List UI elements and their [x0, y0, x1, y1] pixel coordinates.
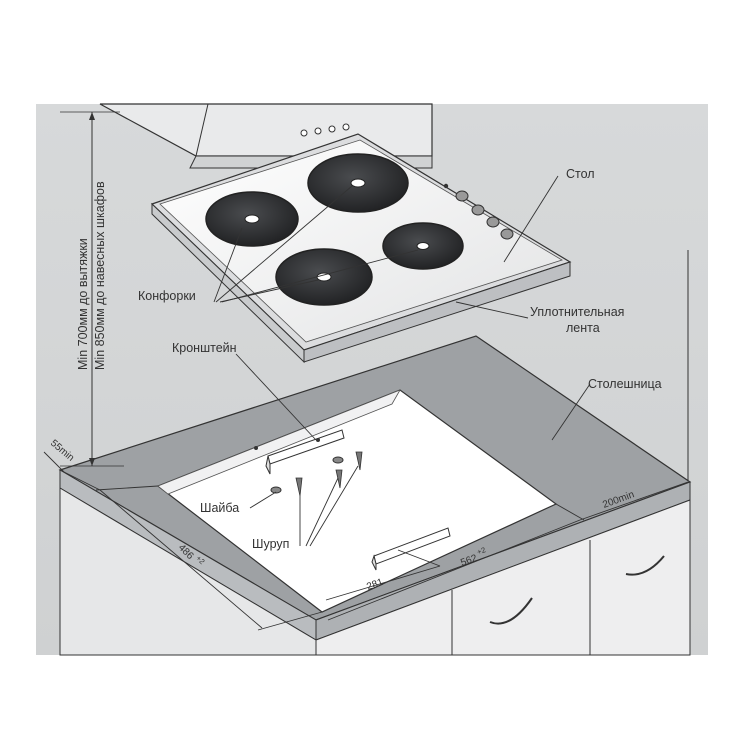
burner-right-small	[382, 222, 464, 270]
label-seal-tape-line2: лента	[566, 321, 600, 335]
label-hood-clearance: Min 700мм до вытяжки	[76, 238, 90, 370]
bracket-part	[254, 429, 345, 475]
knob-icon	[455, 190, 469, 202]
bracket-part-lower	[371, 527, 451, 571]
control-knobs	[443, 183, 514, 240]
label-burners: Конфорки	[138, 289, 196, 303]
knob-icon	[471, 204, 485, 216]
hood-button	[328, 125, 336, 133]
washer-icon	[270, 456, 344, 494]
label-washer: Шайба	[200, 501, 239, 515]
label-table: Стол	[566, 167, 595, 181]
burner-rear-large	[307, 153, 409, 213]
label-countertop: Столешница	[588, 377, 662, 391]
indicator-icon	[443, 183, 449, 189]
hood-button	[342, 123, 350, 131]
cutout-inner-wall	[157, 389, 401, 495]
knob-icon	[486, 216, 500, 228]
leader-lines	[213, 175, 591, 547]
label-screw: Шуруп	[252, 537, 289, 551]
hood-button	[314, 127, 322, 135]
lower-cabinets	[59, 487, 691, 656]
burner-front-large	[275, 248, 373, 306]
dim-width-tol: +2	[476, 545, 487, 556]
label-cabinet-clearance: Min 850мм до навесных шкафов	[93, 181, 107, 370]
hood-button	[300, 129, 308, 137]
burner-front-left	[205, 191, 299, 247]
label-seal-tape-line1: Уплотнительная	[530, 305, 624, 319]
label-bracket: Кронштейн	[172, 341, 237, 355]
cabinet-handle	[489, 597, 533, 625]
clearance-dimension	[60, 111, 124, 467]
cabinet-handle	[625, 555, 665, 576]
knob-icon	[500, 228, 514, 240]
dimension-lines	[43, 451, 689, 631]
screw-icon	[295, 451, 363, 497]
